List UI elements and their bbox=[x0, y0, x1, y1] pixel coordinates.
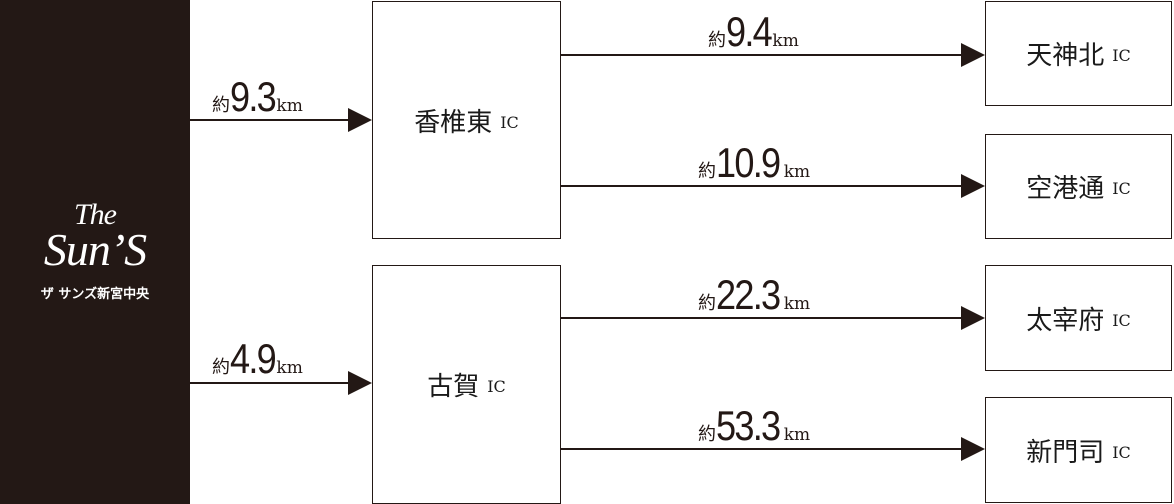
ic-box-shinmoji: 新門司 IC bbox=[985, 397, 1172, 503]
distance-prefix: 約 bbox=[698, 293, 716, 314]
distance-value: 53.3 bbox=[716, 402, 781, 449]
connector-to-tenjin-kita bbox=[561, 54, 963, 56]
arrow-to-dazaifu bbox=[961, 306, 985, 330]
distance-value: 10.9 bbox=[716, 139, 781, 186]
distance-unit: km bbox=[772, 31, 799, 51]
connector-to-dazaifu bbox=[561, 317, 963, 319]
origin-name: ザ サンズ新宮中央 bbox=[40, 287, 150, 302]
distance-prefix: 約 bbox=[212, 357, 230, 378]
arrow-to-shinmoji bbox=[961, 437, 985, 461]
arrow-to-kashii-higashi bbox=[348, 108, 372, 132]
ic-name: 天神北 bbox=[1026, 41, 1105, 71]
ic-name: 香椎東 bbox=[414, 107, 493, 138]
distance-unit: km bbox=[276, 96, 303, 116]
arrow-to-tenjin-kita bbox=[961, 43, 985, 67]
ic-box-dazaifu: 太宰府 IC bbox=[985, 265, 1172, 371]
distance-value: 4.9 bbox=[230, 335, 277, 382]
ic-name: 新門司 bbox=[1026, 437, 1105, 468]
ic-name: 空港通 bbox=[1026, 174, 1105, 204]
ic-box-kuko-dori: 空港通 IC bbox=[985, 134, 1172, 239]
connector-to-kuko-dori bbox=[561, 185, 963, 187]
distance-prefix: 約 bbox=[708, 30, 726, 51]
distance-prefix: 約 bbox=[698, 424, 716, 445]
connector-to-shinmoji bbox=[561, 448, 963, 450]
ic-suffix: IC bbox=[500, 112, 519, 132]
connector-to-kashii-higashi bbox=[190, 119, 350, 121]
distance-value: 22.3 bbox=[716, 271, 781, 318]
ic-box-tenjin-kita: 天神北 IC bbox=[985, 1, 1172, 106]
ic-box-kashii-higashi: 香椎東 IC bbox=[372, 1, 561, 239]
distance-value: 9.3 bbox=[230, 73, 277, 120]
ic-suffix: IC bbox=[1112, 442, 1131, 462]
ic-suffix: IC bbox=[1112, 46, 1131, 65]
distance-unit: km bbox=[783, 162, 811, 182]
ic-suffix: IC bbox=[1112, 179, 1131, 198]
distance-prefix: 約 bbox=[698, 161, 716, 182]
connector-to-koga bbox=[190, 382, 350, 384]
distance-unit: km bbox=[276, 358, 303, 378]
distance-unit: km bbox=[783, 425, 811, 445]
distance-value: 9.4 bbox=[726, 8, 773, 55]
ic-suffix: IC bbox=[487, 377, 506, 396]
ic-name: 古賀 bbox=[427, 372, 480, 402]
arrow-to-kuko-dori bbox=[961, 174, 985, 198]
distance-unit: km bbox=[783, 294, 811, 314]
distance-prefix: 約 bbox=[212, 95, 230, 116]
ic-name: 太宰府 bbox=[1026, 305, 1105, 336]
origin-block: The Sun’S ザ サンズ新宮中央 bbox=[0, 0, 190, 504]
logo-suns: Sun’S bbox=[43, 224, 147, 275]
ic-suffix: IC bbox=[1112, 310, 1131, 330]
logo-the: The bbox=[74, 198, 117, 231]
ic-box-koga: 古賀 IC bbox=[372, 265, 561, 504]
arrow-to-koga bbox=[348, 371, 372, 395]
